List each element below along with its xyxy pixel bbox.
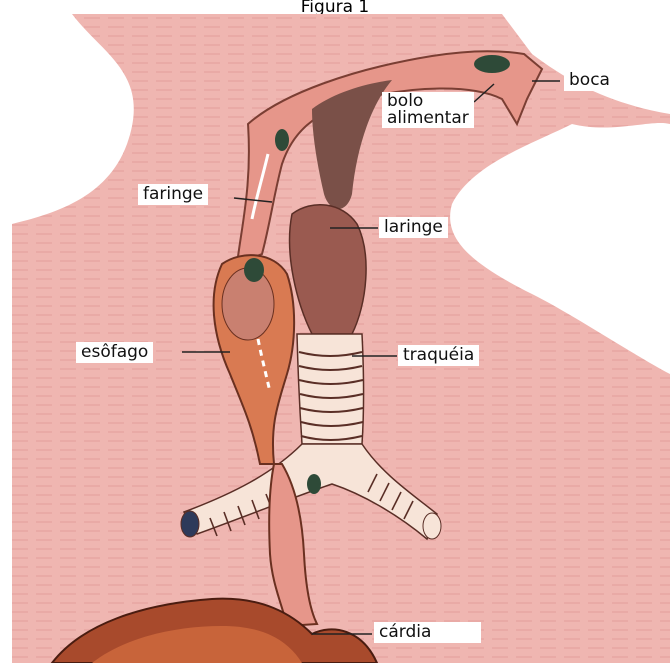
figure-caption: Figura 1 [0,0,670,14]
label-traqueia: traquéia [398,345,479,366]
food-bolus-cardia [307,474,321,494]
label-bolo-alimentar: bolo alimentar [382,92,474,128]
food-bolus-esophagus [244,258,264,282]
label-boca: boca [564,70,615,91]
left-bronchus-opening [181,511,199,537]
label-esofago: esôfago [76,342,153,363]
digestive-anatomy-figure: boca bolo alimentar faringe laringe esôf… [12,14,670,663]
anatomy-illustration [12,14,670,663]
food-bolus-mouth [474,55,510,73]
label-cardia: cárdia [374,622,481,643]
label-laringe: laringe [379,217,448,238]
label-faringe: faringe [138,184,208,205]
right-bronchus-opening [423,513,441,539]
food-bolus-pharynx [275,129,289,151]
trachea [297,334,364,444]
label-bolo-line2: alimentar [387,110,469,127]
